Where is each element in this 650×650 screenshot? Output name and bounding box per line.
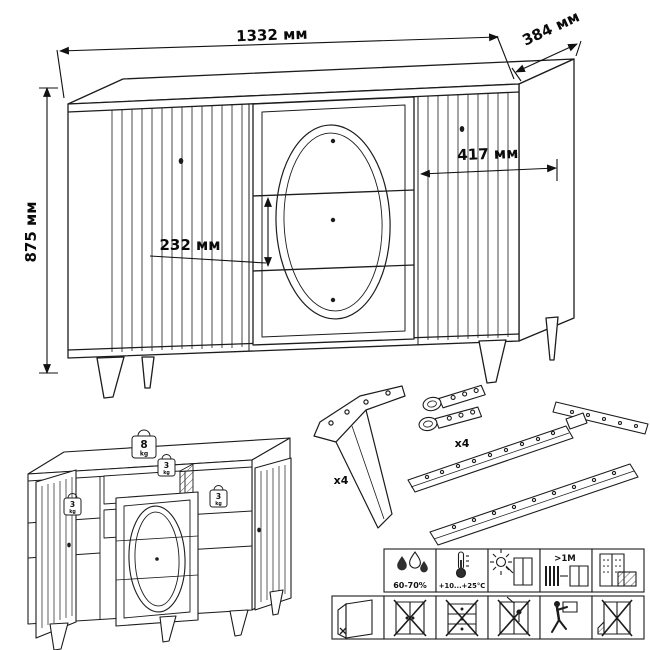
shelf-load-unit: kg xyxy=(163,470,170,476)
ventilation-icon xyxy=(599,553,637,587)
right-door-knob xyxy=(459,126,465,132)
left-door-flutes xyxy=(111,104,243,352)
cabinet-side-face xyxy=(518,58,575,342)
hinge-hardware: x4 xyxy=(418,384,486,450)
load-badges: 8 kg 3 kg 3 kg 3 kg xyxy=(63,429,228,516)
dimension-width: 1332 мм xyxy=(56,25,515,99)
temperature-label: +10...+25°C xyxy=(439,582,485,590)
open-oval-front-panel xyxy=(115,491,199,627)
shelf-load-value: 3 xyxy=(216,492,221,501)
depth-dimension-label: 384 мм xyxy=(519,7,582,49)
cabinet-legs xyxy=(96,316,559,399)
door-width-dimension-label: 417 мм xyxy=(457,144,519,164)
dimension-drawer-height: 232 мм xyxy=(149,197,272,267)
dimension-door-width: 417 мм xyxy=(420,144,558,181)
shelf-load-badge: 3 kg xyxy=(63,493,82,516)
leg-quantity-label: x4 xyxy=(334,474,349,487)
center-drawer-panel xyxy=(252,96,415,346)
shelf-load-value: 3 xyxy=(70,500,75,509)
shelf-load-value: 3 xyxy=(164,461,169,470)
drawer-height-dimension-label: 232 мм xyxy=(159,236,220,254)
no-lean-on-drawers-icon xyxy=(445,599,479,637)
no-direct-sunlight-icon xyxy=(490,549,533,586)
no-climb-icon xyxy=(393,599,427,637)
open-cabinet-legs xyxy=(49,589,284,650)
temperature-icon: +10...+25°C xyxy=(439,551,485,590)
top-load-value: 8 xyxy=(140,439,147,451)
height-dimension-label: 875 мм xyxy=(22,201,40,262)
open-cabinet-drawing xyxy=(27,437,292,650)
leg-hardware: x4 xyxy=(313,385,406,529)
left-door-knob xyxy=(178,158,184,164)
care-icons-grid: 60-70% +10...+25°C >1M xyxy=(331,548,645,640)
dimension-height: 875 мм xyxy=(22,87,58,374)
shelf-load-badge: 3 kg xyxy=(209,485,228,508)
top-load-badge: 8 kg xyxy=(131,429,157,459)
no-hang-on-doors-icon xyxy=(497,596,531,637)
carry-upright-icon xyxy=(551,601,578,633)
humidity-icon: 60-70% xyxy=(393,551,428,590)
open-right-door xyxy=(254,457,292,611)
humidity-label: 60-70% xyxy=(393,581,427,590)
no-drag-icon xyxy=(597,599,633,637)
drawer-slides xyxy=(407,401,649,546)
heat-distance-label: >1M xyxy=(554,554,576,564)
door-adjust-icon xyxy=(337,599,373,639)
right-door-flutes xyxy=(427,92,509,340)
shelf-load-badge: 3 kg xyxy=(157,454,176,477)
cabinet-drawing xyxy=(67,58,575,399)
open-left-door xyxy=(35,469,77,639)
heat-distance-icon: >1M xyxy=(545,554,589,587)
top-load-unit: kg xyxy=(140,451,148,458)
shelf-load-unit: kg xyxy=(215,501,222,507)
shelf-load-unit: kg xyxy=(69,509,76,515)
hinge-quantity-label: x4 xyxy=(455,437,470,450)
width-dimension-label: 1332 мм xyxy=(236,25,308,45)
